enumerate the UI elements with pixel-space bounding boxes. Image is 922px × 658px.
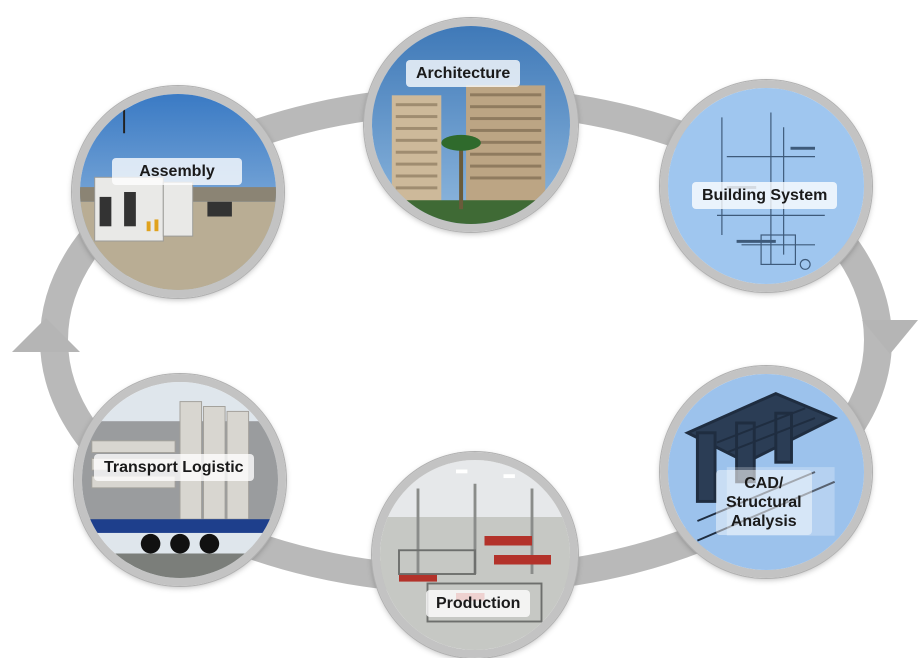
node-building-system[interactable]: Building System — [660, 80, 872, 292]
node-label-production: Production — [426, 590, 531, 617]
up-arrow-icon — [12, 318, 80, 352]
3d-cad-model-photo — [668, 374, 864, 570]
factory-hall-photo — [380, 460, 570, 650]
node-assembly[interactable]: Assembly — [72, 86, 284, 298]
node-label-cad-structural-analysis: CAD/ Structural Analysis — [716, 470, 812, 535]
node-production[interactable]: Production — [372, 452, 578, 658]
node-label-architecture: Architecture — [406, 60, 521, 87]
down-arrow-icon — [862, 320, 918, 354]
node-architecture[interactable]: Architecture — [364, 18, 578, 232]
node-label-assembly: Assembly — [112, 158, 242, 185]
node-transport-logistic[interactable]: Transport Logistic — [74, 374, 286, 586]
high-rise-buildings-photo — [372, 26, 570, 224]
node-label-transport-logistic: Transport Logistic — [94, 454, 254, 481]
node-label-building-system: Building System — [692, 182, 838, 209]
node-cad-structural-analysis[interactable]: CAD/ Structural Analysis — [660, 366, 872, 578]
construction-site-photo — [80, 94, 276, 290]
